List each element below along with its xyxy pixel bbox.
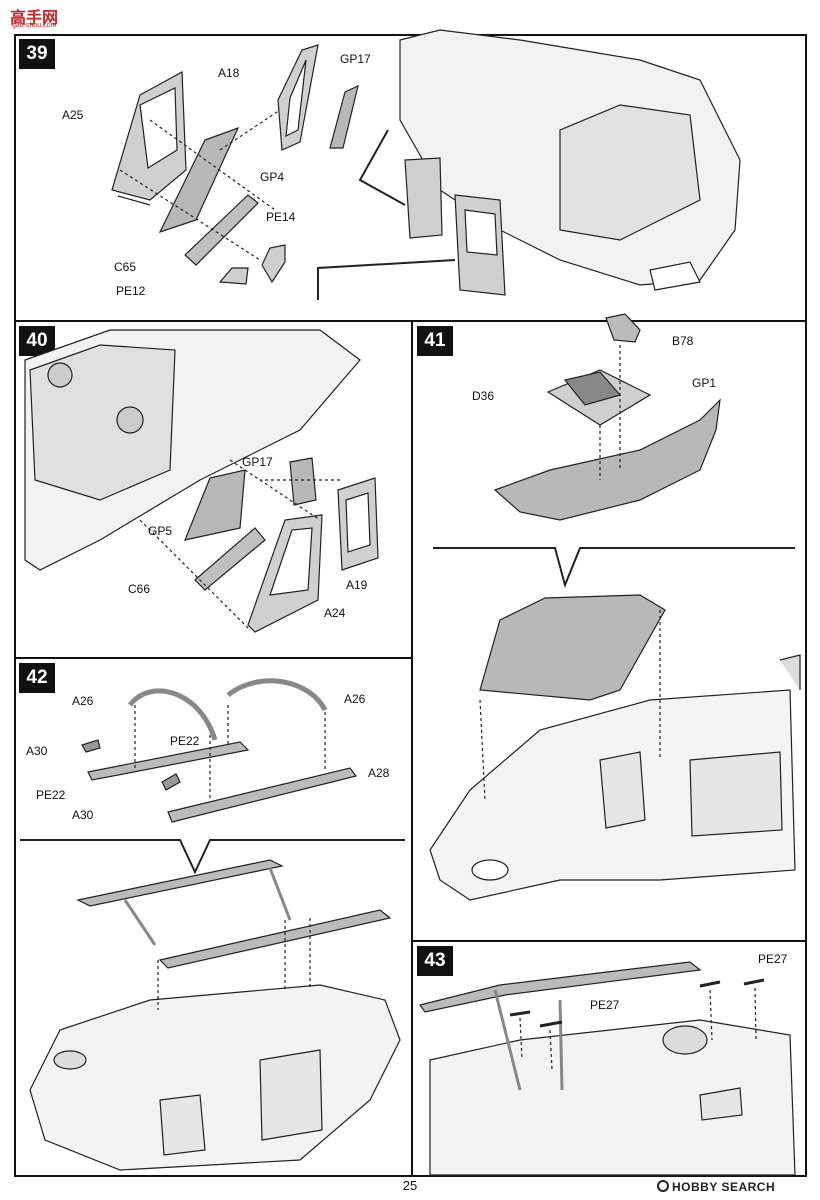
label-a24: A24	[324, 606, 346, 620]
step-43-number: 43	[417, 946, 453, 976]
label-gp4: GP4	[260, 170, 285, 184]
step-42-number: 42	[19, 663, 55, 693]
label-a26-right: A26	[344, 692, 366, 706]
step-39-number: 39	[19, 39, 55, 69]
label-gp17-step40: GP17	[242, 455, 273, 469]
label-c66: C66	[128, 582, 151, 596]
step-39-panel: 39	[14, 34, 807, 321]
label-pe27-right: PE27	[758, 952, 788, 966]
label-pe22-top: PE22	[170, 734, 200, 748]
label-b78: B78	[672, 334, 694, 348]
page-number: 25	[402, 1178, 418, 1193]
label-gp1: GP1	[692, 376, 717, 390]
label-a26-left: A26	[72, 694, 94, 708]
label-pe22-left: PE22	[36, 788, 66, 802]
label-d36: D36	[472, 389, 495, 403]
label-a30-bottom: A30	[72, 808, 94, 822]
label-a19: A19	[346, 578, 368, 592]
watermark-chinese-text: 高手网	[10, 8, 59, 27]
label-a30-top: A30	[26, 744, 48, 758]
label-pe27-center: PE27	[590, 998, 620, 1012]
watermark-logo: 高手网 gao-shou.com	[4, 2, 70, 32]
label-gp17: GP17	[340, 52, 371, 66]
label-c65: C65	[114, 260, 137, 274]
step-42-panel: 42	[14, 658, 412, 1177]
label-a18: A18	[218, 66, 240, 80]
label-a28: A28	[368, 766, 390, 780]
step-41-number: 41	[417, 326, 453, 356]
step-43-panel: 43	[412, 941, 807, 1177]
label-gp5: GP5	[148, 524, 173, 538]
hobby-search-logo-icon	[657, 1180, 669, 1192]
label-a25: A25	[62, 108, 84, 122]
label-pe14: PE14	[266, 210, 296, 224]
watermark-url: gao-shou.com	[12, 22, 57, 29]
hobby-search-watermark: HOBBY SEARCH	[672, 1180, 776, 1194]
label-pe12: PE12	[116, 284, 146, 298]
